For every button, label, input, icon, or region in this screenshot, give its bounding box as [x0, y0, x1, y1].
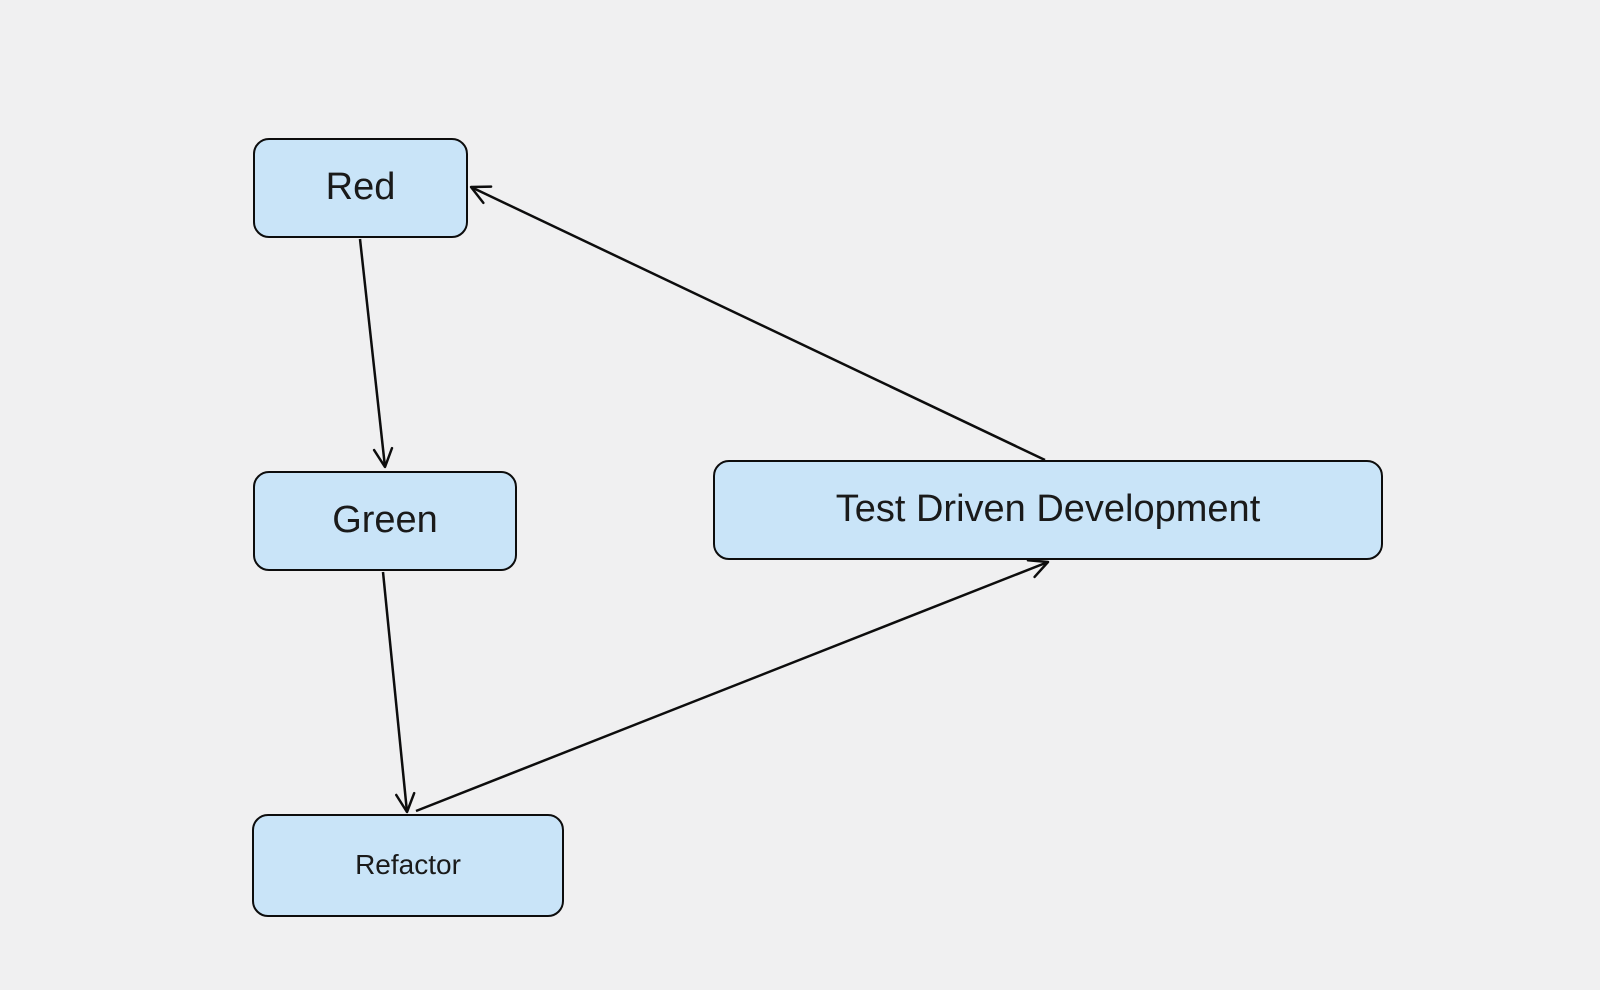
node-green-label: Green [332, 499, 438, 542]
edge-green-to-refactor[interactable] [381, 571, 416, 814]
node-red[interactable]: Red [253, 138, 468, 238]
node-red-label: Red [325, 166, 396, 209]
node-refactor-label: Refactor [355, 849, 461, 881]
edge-refactor-to-tdd[interactable] [415, 558, 1050, 813]
node-green[interactable]: Green [253, 471, 517, 571]
edge-tdd-to-red[interactable] [469, 185, 1046, 462]
node-refactor[interactable]: Refactor [252, 814, 564, 917]
node-test-driven-development-label: Test Driven Development [835, 488, 1261, 531]
node-test-driven-development[interactable]: Test Driven Development [713, 460, 1383, 560]
edge-red-to-green[interactable] [358, 238, 394, 469]
